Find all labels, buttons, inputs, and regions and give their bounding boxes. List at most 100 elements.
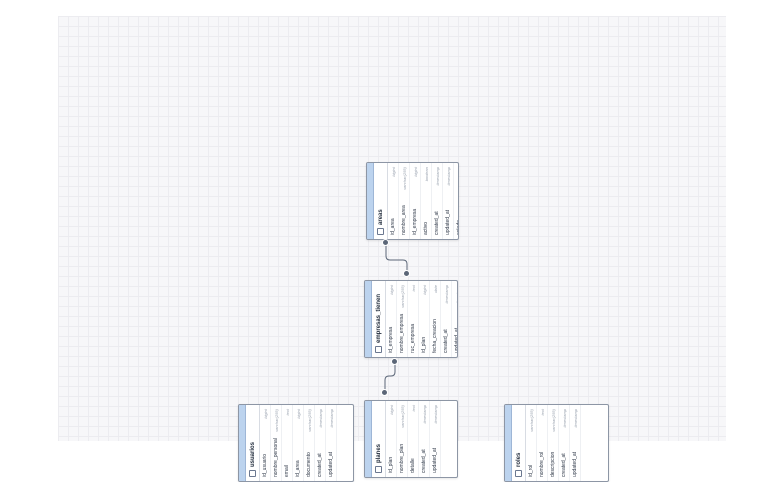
column-name: id_area [390,218,396,235]
column-name: updated_at [328,451,334,477]
column-type: bigint [262,409,268,419]
relation-handle[interactable] [382,239,389,246]
column-row[interactable]: id_usuario bigint [260,405,271,481]
column-name: detalle [410,458,416,473]
relation-handle[interactable] [403,270,410,277]
column-name: id_usuario [262,453,268,477]
table-header-bar [505,405,512,481]
table-title: planes [375,443,382,463]
column-type: timestamp [572,409,578,428]
relation-handle[interactable] [391,358,398,365]
column-name: updated_at [572,451,578,477]
table-title-row: roles [512,405,526,481]
table-icon [375,466,382,473]
column-name: nombre_plan [399,443,405,473]
column-row[interactable]: updated_at timestamp [570,405,581,481]
column-type: timestamp [421,405,427,424]
column-type: bigint [412,167,418,177]
column-type: varchar(255) [401,167,407,190]
column-row[interactable]: created_at timestamp [432,163,443,239]
column-name: ruc_empresa [410,323,416,353]
table-title: usuarios [249,441,256,467]
column-type: bigint [295,409,301,419]
column-type: timestamp [328,409,334,428]
column-name: created_at [434,211,440,235]
column-type: date [432,285,438,293]
table-header-bar [365,401,372,477]
column-row[interactable]: created_at timestamp [441,281,452,357]
table-icon [377,228,384,235]
column-name: updated_at [445,209,451,235]
table-title: areas [377,209,384,225]
column-type: timestamp [443,285,449,304]
column-type: text [410,285,416,292]
table-icon [515,470,522,477]
column-row[interactable]: ruc_empresa text [408,281,419,357]
table-title-row: usuarios [246,405,260,481]
column-type: text [539,409,545,416]
column-type: timestamp [445,167,451,186]
column-name: updated_at [432,447,438,473]
column-type: timestamp [434,167,440,186]
table-title: empresas_tienen [375,293,382,343]
column-row[interactable]: fecha_creacion date [430,281,441,357]
table-header-bar [365,281,372,357]
column-type: varchar(255) [273,409,279,432]
column-type: varchar(255) [528,409,534,432]
column-type: boolean [456,167,459,182]
column-name: id_empresa [388,326,394,353]
column-name: activo [423,221,429,235]
column-name: fecha_creacion [432,319,438,353]
column-name: estado [456,219,459,235]
column-row[interactable]: updated_at timestamp [326,405,337,481]
table-title-row: areas [374,163,388,239]
column-type: varchar(255) [306,409,312,432]
table-title-row: planes [372,401,386,477]
column-name: documento [306,452,312,477]
column-name: nombre_empresa [399,313,405,353]
column-row[interactable]: estado boolean [454,163,459,239]
column-row[interactable]: updated_at timestamp [443,163,454,239]
column-type: bigint [390,167,396,177]
column-row[interactable]: documento varchar(255) [304,405,315,481]
table-title-row: empresas_tienen [372,281,386,357]
column-row[interactable]: id_area bigint [388,163,399,239]
column-name: id_plan [421,336,427,353]
column-name: created_at [443,329,449,353]
column-name: id_plan [388,456,394,473]
table-header-bar [367,163,374,239]
column-type: timestamp [317,409,323,428]
relation-handle[interactable] [381,389,388,396]
